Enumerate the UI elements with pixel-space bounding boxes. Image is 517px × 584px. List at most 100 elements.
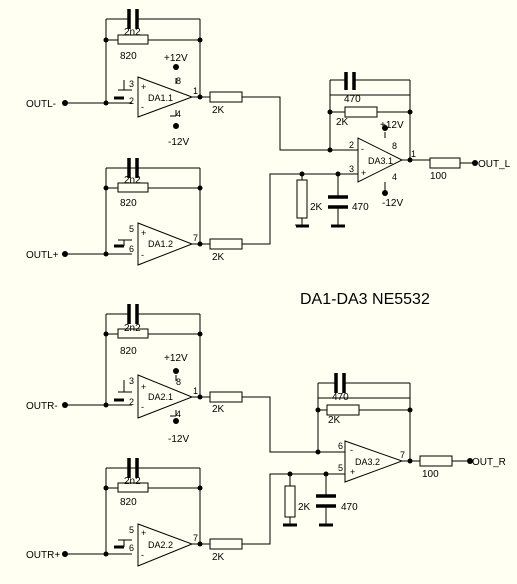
supply-neg: -12V <box>382 198 403 209</box>
pin-number: 3 <box>349 164 354 174</box>
value-820: 820 <box>120 51 137 62</box>
pin-number: + <box>141 228 146 238</box>
pin-number: 3 <box>129 376 134 386</box>
value-2n2: 2n2 <box>124 175 141 186</box>
ground-symbol <box>114 96 345 549</box>
label-out-r: OUT_R <box>472 457 506 468</box>
pin-number: 8 <box>392 141 397 151</box>
resistor-2k-shunt-l <box>296 179 308 219</box>
resistor-2k-da3-1 <box>344 106 378 118</box>
pin-number: 5 <box>129 224 134 234</box>
supply-pos: +12V <box>380 120 404 131</box>
value-820: 820 <box>120 198 137 209</box>
label-out-l: OUT_L <box>478 159 511 170</box>
pin-number: 5 <box>338 463 343 473</box>
opamp-label-da3-1: DA3.1 <box>368 156 393 166</box>
value-470: 470 <box>341 502 358 513</box>
resistor-820-da1-1 <box>117 34 149 45</box>
opamp-da3-2 <box>344 440 404 483</box>
capacitor-470-da3-2 <box>334 373 346 393</box>
resistor-2k-da3-2 <box>326 404 360 416</box>
value-470: 470 <box>352 202 369 213</box>
opamp-da2-1 <box>137 374 194 419</box>
value-2k: 2K <box>212 552 225 563</box>
capacitor-2n2-da1-1 <box>127 9 139 29</box>
value-2k: 2K <box>336 117 349 128</box>
pin-number: - <box>141 550 144 560</box>
label-outr-minus: OUTR- <box>26 401 58 412</box>
pin-number: 1 <box>193 386 198 396</box>
supply-neg: -12V <box>168 137 189 148</box>
pin-number: 3 <box>129 79 134 89</box>
resistor-2k-shunt-r <box>284 485 296 518</box>
supply-neg: -12V <box>168 434 189 445</box>
resistor-100-out-l <box>429 157 461 169</box>
pin-number: - <box>141 102 144 112</box>
pin-number: + <box>141 528 146 538</box>
opamp-label-da1-1: DA1.1 <box>148 93 173 103</box>
value-470: 470 <box>344 94 361 105</box>
opamp-label-da2-1: DA2.1 <box>148 392 173 402</box>
pin-number: + <box>141 382 146 392</box>
opamp-da1-2 <box>137 222 194 266</box>
value-820: 820 <box>120 346 137 357</box>
pin-number: 1 <box>411 149 416 159</box>
pin-number: - <box>350 445 353 455</box>
resistor-820-da2-2 <box>117 482 149 493</box>
capacitor-470-da3-1 <box>344 72 356 90</box>
capacitor-470-shunt-l <box>328 195 348 209</box>
resistor-2k-da1-1 <box>209 91 243 103</box>
pin-number: 6 <box>129 543 134 553</box>
pin-number: 4 <box>392 172 397 182</box>
capacitor-2n2-da2-2 <box>127 458 139 478</box>
opamp-da2-2 <box>137 523 194 567</box>
value-2n2: 2n2 <box>124 476 141 487</box>
value-2n2: 2n2 <box>124 323 141 334</box>
supply-pos: +12V <box>164 353 188 364</box>
value-2k: 2K <box>212 105 225 116</box>
opamp-label-da2-2: DA2.2 <box>148 540 173 550</box>
value-100: 100 <box>422 469 439 480</box>
capacitor-2n2-da2-1 <box>127 304 139 324</box>
pin-number: 4 <box>176 109 181 119</box>
supply-pos: +12V <box>164 53 188 64</box>
opamp-label-da1-2: DA1.2 <box>148 239 173 249</box>
value-2k: 2K <box>212 404 225 415</box>
value-2k: 2K <box>328 415 341 426</box>
label-outl-minus: OUTL- <box>26 99 56 110</box>
pin-number: - <box>141 402 144 412</box>
resistor-2k-da2-1 <box>209 391 243 403</box>
pin-number: 2 <box>129 397 134 407</box>
resistor-820-da1-2 <box>117 182 149 193</box>
pin-number: 4 <box>176 409 181 419</box>
capacitor-470-shunt-r <box>316 494 336 508</box>
label-outl-plus: OUTL+ <box>26 250 59 261</box>
capacitor-2n2-da1-2 <box>127 158 139 178</box>
diagram-title: DA1-DA3 NE5532 <box>300 291 430 308</box>
value-2k: 2K <box>310 202 323 213</box>
pin-number: 7 <box>400 450 405 460</box>
value-2k: 2K <box>212 252 225 263</box>
resistor-2k-da2-2 <box>209 538 243 550</box>
value-2n2: 2n2 <box>124 27 141 38</box>
value-100: 100 <box>430 171 447 182</box>
pin-number: - <box>361 144 364 154</box>
pin-number: 1 <box>193 86 198 96</box>
opamp-da3-1 <box>357 137 404 183</box>
value-820: 820 <box>120 497 137 508</box>
pin-number: 2 <box>349 140 354 150</box>
opamp-label-da3-2: DA3.2 <box>355 457 380 467</box>
pin-number: + <box>361 168 366 178</box>
pin-number: - <box>141 250 144 260</box>
value-470: 470 <box>332 392 349 403</box>
pin-number: 8 <box>176 76 181 86</box>
pin-number: 6 <box>129 244 134 254</box>
pin-number: 5 <box>129 525 134 535</box>
pin-number: 7 <box>193 533 198 543</box>
pin-number: 7 <box>193 233 198 243</box>
pin-number: + <box>350 467 355 477</box>
label-outr-plus: OUTR+ <box>26 550 60 561</box>
opamp-da1-1 <box>137 76 194 118</box>
pin-number: 2 <box>129 96 134 106</box>
